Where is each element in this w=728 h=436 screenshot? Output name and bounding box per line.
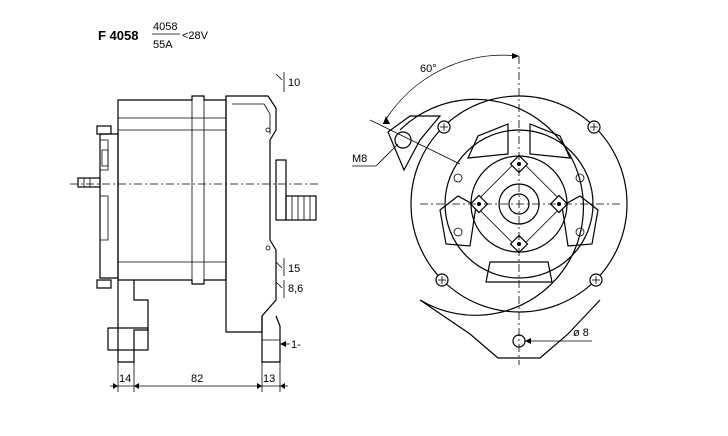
- shaft-collar: [275, 159, 287, 221]
- drive-shaft: [285, 195, 317, 221]
- upper-mount-ear: [387, 115, 442, 172]
- terminal-bottom: [96, 279, 112, 289]
- dim-82: 82: [191, 373, 203, 385]
- dim-14: 14: [119, 373, 131, 385]
- housing-bolts: [435, 120, 603, 287]
- hole-label: ø 8: [573, 327, 589, 339]
- rear-cover: [99, 133, 119, 279]
- side-view: 10 15 8,6 1- 14 82 13: [70, 72, 320, 392]
- rear-stud: [77, 177, 101, 188]
- front-mount-foot: [261, 315, 281, 363]
- m8-label: M8: [352, 153, 367, 165]
- dim-13: 13: [263, 373, 275, 385]
- model-label: F 4058: [98, 28, 138, 43]
- part-number-label: 4058: [153, 21, 177, 33]
- stator-housing: [117, 95, 227, 285]
- angle-label: 60°: [420, 63, 437, 75]
- front-housing-outline: [399, 98, 601, 359]
- front-view: 60° M8 ø 8: [352, 53, 628, 365]
- dim-1: 1-: [291, 339, 301, 351]
- dim-15: 15: [288, 263, 300, 275]
- m8-hole: [394, 131, 412, 149]
- terminal-top: [96, 125, 112, 135]
- dim-10: 10: [288, 77, 300, 89]
- angle-arc: [382, 54, 520, 125]
- voltage-label: <28V: [182, 30, 209, 42]
- rear-mount-foot: [117, 280, 149, 363]
- title-block: F 4058 4058 55A <28V: [98, 21, 209, 51]
- current-label: 55A: [153, 39, 173, 51]
- rear-foot-bushing: [107, 327, 149, 351]
- front-bracket: [225, 95, 277, 333]
- dim-8-6: 8,6: [288, 283, 303, 295]
